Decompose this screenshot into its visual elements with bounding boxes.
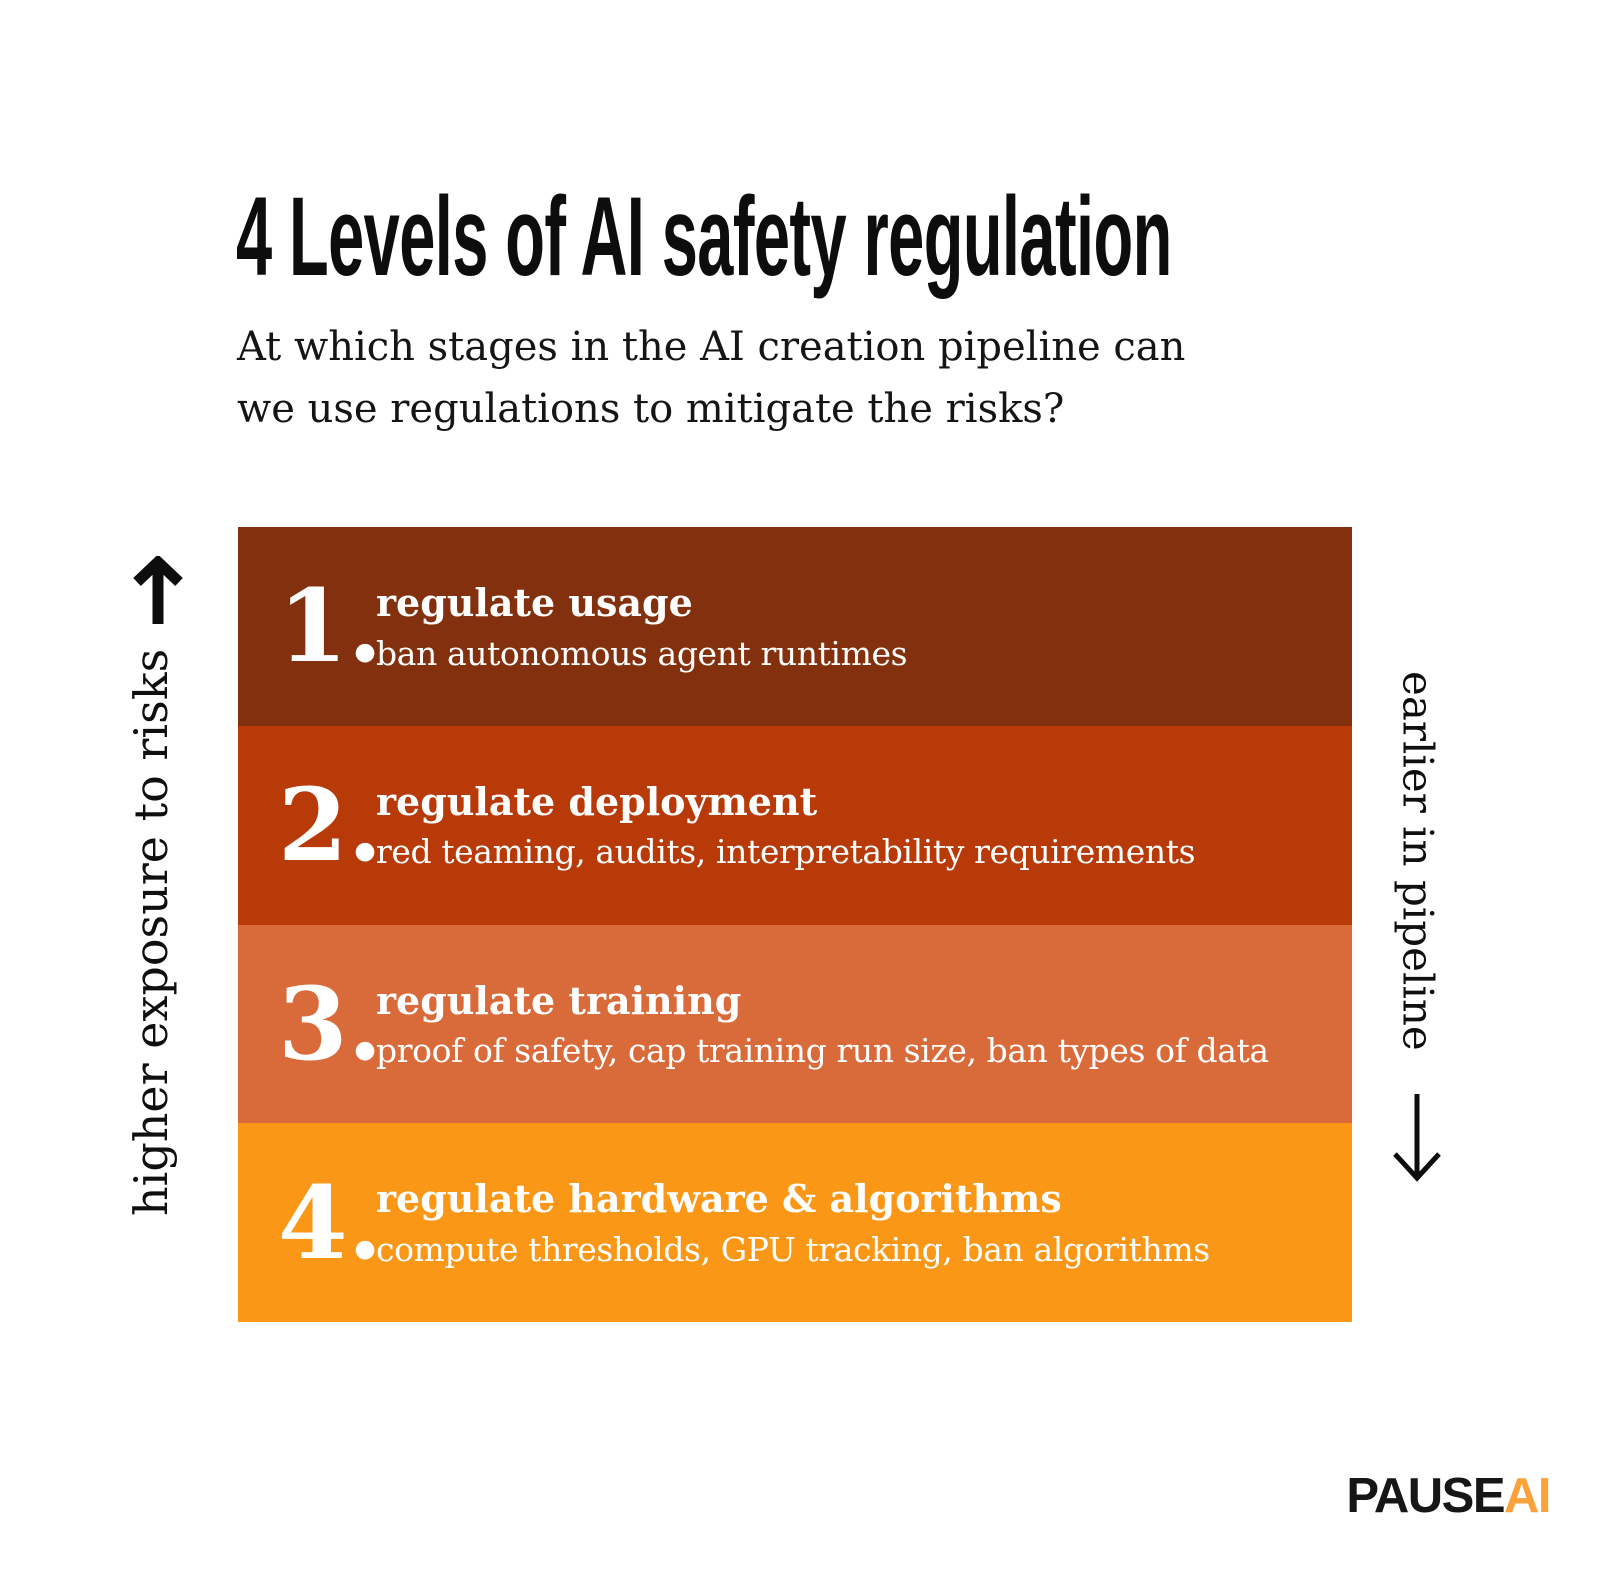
level-title: regulate usage [376,580,693,626]
level-text: regulate hardware & algorithms compute t… [374,1176,1210,1269]
level-title: regulate deployment [376,778,818,824]
level-number: 3. [278,964,383,1083]
level-row-4: 4. regulate hardware & algorithms comput… [238,1123,1352,1322]
pipeline-axis-label: earlier in pipeline [1393,671,1443,1051]
arrow-down-icon [1393,1094,1441,1182]
subtitle-line-2: we use regulations to mitigate the risks… [237,386,1065,432]
level-row-2: 2. regulate deployment red teaming, audi… [238,725,1352,925]
page-title: 4 Levels of AI safety regulation [236,174,1172,299]
level-text: regulate usage ban autonomous agent runt… [374,580,908,673]
logo-pause-text: PAUSE [1346,1469,1505,1523]
level-title: regulate training [376,977,742,1023]
level-number: 2. [278,766,383,885]
risk-axis-label: higher exposure to risks [124,648,178,1216]
level-description: ban autonomous agent runtimes [376,633,908,673]
level-description: compute thresholds, GPU tracking, ban al… [376,1229,1210,1269]
subtitle-line-1: At which stages in the AI creation pipel… [237,324,1186,370]
level-text: regulate deployment red teaming, audits,… [374,778,1196,872]
level-row-3: 3. regulate training proof of safety, ca… [238,924,1352,1124]
level-description: proof of safety, cap training run size, … [376,1031,1269,1071]
logo-ai-text: AI [1504,1469,1552,1523]
page-subtitle: At which stages in the AI creation pipel… [237,316,1185,440]
level-row-1: 1. regulate usage ban autonomous agent r… [238,527,1352,726]
levels-stack: 1. regulate usage ban autonomous agent r… [238,527,1352,1322]
pauseai-logo: PAUSEAI [1346,1468,1552,1524]
level-number: 1. [278,567,383,686]
arrow-up-icon [133,556,183,624]
level-title: regulate hardware & algorithms [376,1176,1062,1222]
level-text: regulate training proof of safety, cap t… [374,978,1269,1071]
level-description: red teaming, audits, interpretability re… [376,832,1196,872]
level-number: 4. [278,1163,383,1282]
